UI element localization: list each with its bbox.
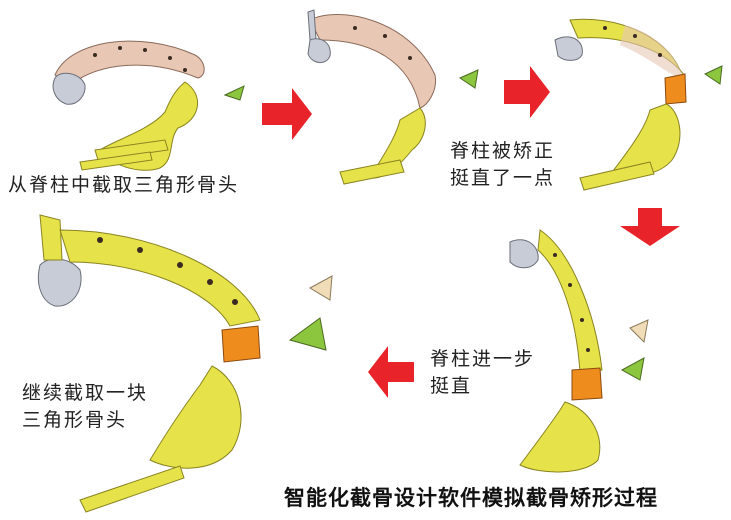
spine-model-5 — [37, 214, 333, 513]
spine-model-2 — [307, 9, 479, 185]
figure-title: 智能化截骨设计软件模拟截骨矫形过程 — [284, 486, 658, 510]
stage-caption: 脊柱被矫正 挺直了一点 — [450, 140, 556, 189]
stage-caption: 从脊柱中截取三角形骨头 — [8, 174, 240, 196]
stage-1: 从脊柱中截取三角形骨头 — [0, 0, 270, 210]
spine-model-4 — [509, 229, 649, 473]
stage-2 — [300, 0, 500, 200]
stage-caption: 脊柱进一步 挺直 — [430, 348, 536, 397]
stage-caption: 继续截取一块 三角形骨头 — [22, 382, 149, 431]
stage-5: 继续截取一块 三角形骨头 — [0, 210, 370, 520]
spine-model-3 — [554, 18, 723, 191]
stage-3: 脊柱被矫正 挺直了一点 — [440, 0, 731, 200]
spine-model-1 — [52, 40, 245, 171]
stage-4: 脊柱进一步 挺直 — [400, 220, 731, 480]
